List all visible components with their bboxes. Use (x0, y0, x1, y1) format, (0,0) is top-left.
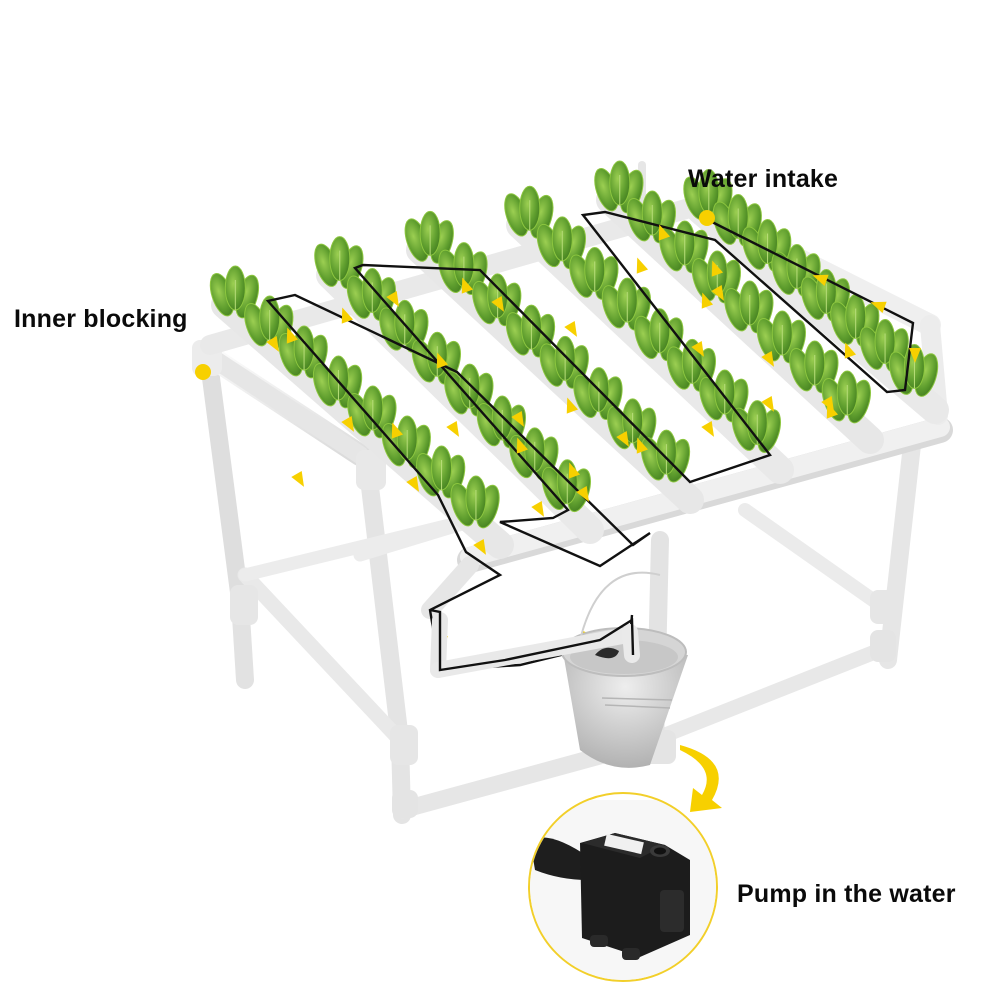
flow-arrow-icon (658, 224, 671, 241)
plant (312, 355, 363, 409)
pvc-frame (192, 340, 921, 824)
flow-arrow-icon (291, 470, 304, 487)
flow-arrow-icon (711, 284, 724, 301)
flow-arrow-icon (461, 277, 474, 294)
flow-arrow-icon (446, 420, 459, 437)
plant (756, 310, 806, 364)
flow-arrow-icon (391, 422, 404, 439)
plant (626, 190, 676, 244)
plant (450, 475, 500, 529)
inner-blocking-label: Inner blocking (14, 305, 188, 333)
flow-arrow-icon (870, 301, 887, 314)
flow-arrow-icon (473, 538, 486, 555)
flow-arrow-icon (341, 415, 354, 432)
pump-label: Pump in the water (737, 880, 956, 908)
plant-rows (209, 160, 939, 529)
plant (724, 280, 774, 334)
flow-arrow-icon (566, 397, 579, 414)
pump-callout (528, 792, 718, 982)
water-intake-marker (699, 210, 715, 226)
flow-arrow-icon (701, 292, 714, 309)
flow-arrow-icon (761, 350, 774, 367)
flow-arrow-icon (341, 307, 354, 324)
flow-arrow-icon (436, 352, 449, 369)
flow-arrow-icon (576, 485, 589, 502)
flow-arrow-icon (516, 437, 529, 454)
flow-arrow-icon (386, 290, 399, 307)
flow-arrow-icon (844, 342, 857, 359)
plant (888, 344, 939, 397)
flow-arrow-icon (636, 437, 649, 454)
flow-arrow-icon (761, 395, 774, 412)
flow-arrow-icon (691, 340, 704, 357)
plant (416, 445, 466, 499)
flow-arrow-icon (286, 327, 299, 344)
flow-arrow-icon (568, 462, 581, 479)
plant (789, 340, 839, 394)
water-bucket (429, 571, 688, 768)
plant (640, 429, 691, 483)
flow-arrow-icon (266, 335, 279, 352)
flow-arrow-icon (701, 420, 714, 437)
flow-arrow-icon (564, 320, 577, 337)
flow-arrow-icon (531, 500, 544, 517)
inner-blocking-marker (195, 364, 211, 380)
flow-arrow-icon (636, 257, 649, 274)
flow-arrow-icon (812, 274, 829, 287)
flow-arrows (266, 224, 921, 666)
flow-arrow-icon (711, 260, 724, 277)
flow-arrow-icon (616, 430, 629, 447)
flow-arrow-icon (511, 410, 524, 427)
callout-arrow-icon (680, 745, 722, 812)
flow-arrow-icon (491, 295, 504, 312)
water-intake-label: Water intake (688, 165, 839, 193)
flow-arrow-icon (909, 348, 921, 363)
flow-path (265, 210, 915, 672)
flow-arrow-icon (821, 395, 834, 412)
flow-arrow-icon (406, 475, 419, 492)
